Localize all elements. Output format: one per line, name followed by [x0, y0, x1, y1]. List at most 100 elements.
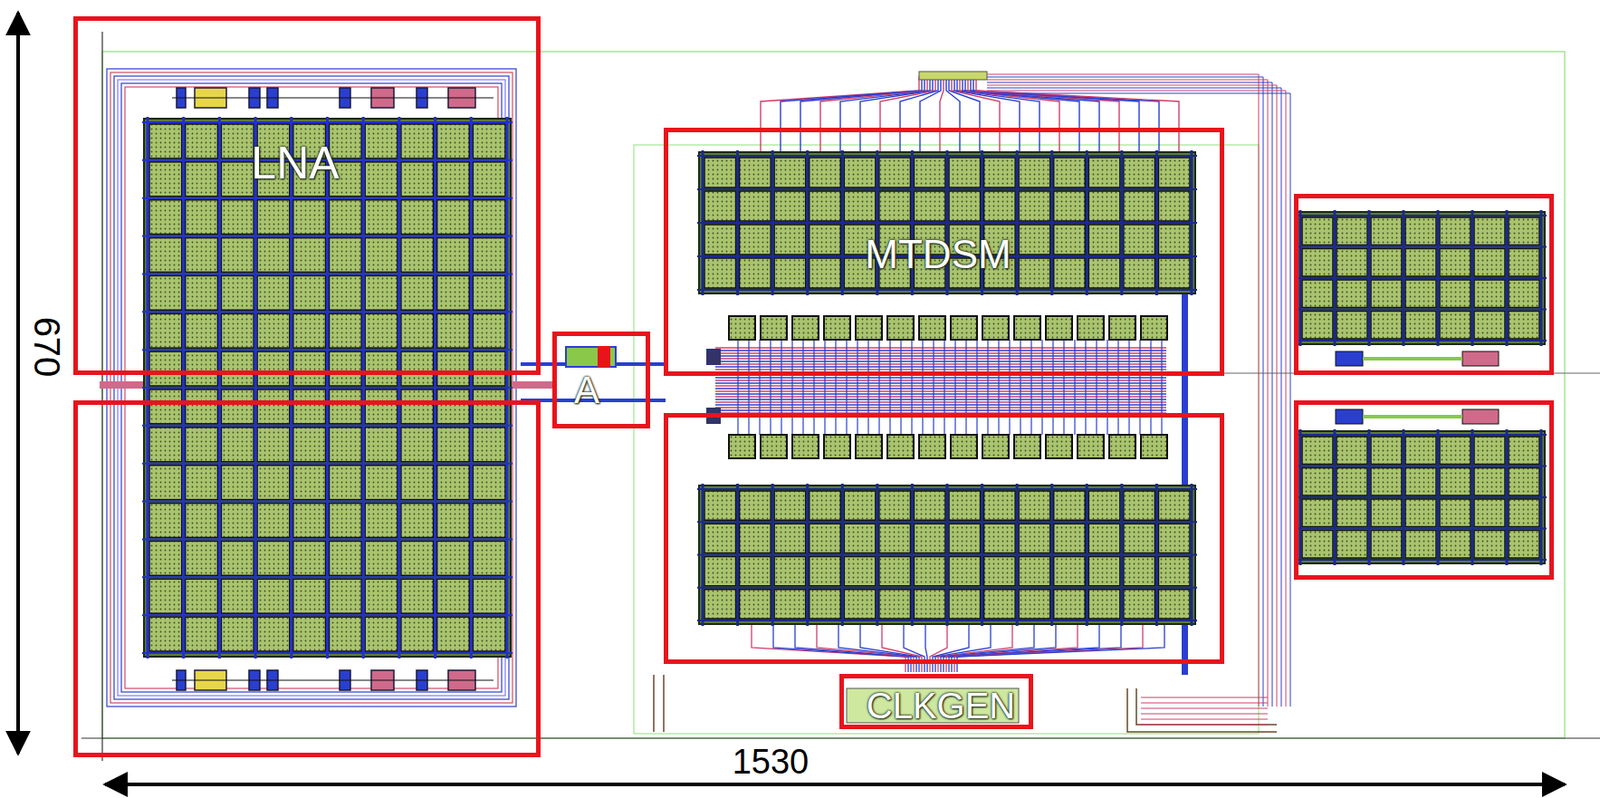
unit-cell	[728, 434, 756, 459]
metal-grid	[142, 613, 513, 616]
metal-route	[845, 339, 847, 435]
unit-cell	[1077, 434, 1104, 459]
unit-cell	[982, 316, 1009, 340]
metal-route	[856, 339, 858, 435]
unit-cell	[984, 157, 1016, 188]
metal-route	[943, 339, 945, 435]
pad-cell	[919, 71, 987, 80]
device	[1462, 409, 1499, 424]
unit-cell	[1088, 191, 1121, 221]
metal-route	[1128, 339, 1130, 435]
metal-grid	[1294, 214, 1547, 217]
unit-cell	[401, 427, 434, 462]
unit-cell	[1370, 279, 1402, 308]
metal-grid	[142, 272, 513, 275]
metal-route	[1052, 339, 1054, 435]
metal-route	[1140, 712, 1268, 714]
unit-cell	[843, 523, 876, 553]
unit-cell	[1302, 498, 1333, 527]
metal-grid	[142, 121, 513, 124]
unit-cell	[1158, 191, 1190, 221]
unit-cell	[257, 503, 290, 538]
unit-cell	[739, 589, 772, 619]
unit-cell	[809, 589, 842, 619]
output-array	[1294, 210, 1547, 346]
unit-cell	[704, 191, 737, 221]
metal-route	[860, 624, 920, 672]
metal-route	[715, 357, 1167, 359]
metal-route	[715, 387, 1167, 389]
unit-cell	[823, 434, 851, 459]
metal-route	[715, 395, 1167, 397]
unit-cell	[843, 191, 876, 221]
metal-route	[715, 368, 1167, 370]
metal-route	[823, 339, 825, 435]
mtdsm-unit-row	[728, 434, 1168, 459]
unit-cell	[774, 258, 806, 288]
unit-cell	[364, 275, 398, 310]
unit-cell	[1158, 224, 1190, 255]
metal-route	[715, 382, 1167, 384]
unit-cell	[149, 275, 183, 310]
metal-route	[769, 339, 771, 435]
unit-cell	[1014, 316, 1041, 340]
unit-cell	[293, 427, 326, 462]
unit-cell	[257, 275, 290, 310]
mtdsm-array	[697, 150, 1198, 296]
unit-cell	[1336, 436, 1368, 465]
unit-cell	[472, 578, 506, 614]
unit-cell	[472, 540, 506, 575]
unit-cell	[401, 578, 434, 614]
unit-cell	[948, 191, 981, 221]
metal-route	[1019, 339, 1021, 435]
unit-cell	[1158, 157, 1190, 188]
metal-grid	[697, 488, 1198, 490]
unit-cell	[1508, 468, 1540, 497]
metal-route	[715, 354, 1167, 356]
metal-route	[910, 339, 912, 435]
unit-cell	[364, 124, 398, 159]
metal-route	[840, 76, 930, 154]
unit-cell	[1053, 191, 1086, 221]
metal-grid	[1294, 246, 1547, 249]
unit-cell	[257, 465, 290, 500]
metal-grid	[697, 188, 1198, 191]
unit-cell	[809, 556, 842, 586]
unit-cell	[329, 313, 363, 348]
metal-grid	[697, 154, 1198, 157]
unit-cell	[1336, 279, 1368, 308]
unit-cell	[1053, 523, 1086, 553]
unit-cell	[329, 616, 363, 652]
metal-route	[715, 401, 1167, 403]
unit-cell	[329, 351, 363, 386]
driver-cell	[706, 348, 721, 365]
unit-cell	[1302, 217, 1333, 246]
unit-cell	[149, 351, 183, 386]
block-box: LNA	[73, 16, 541, 375]
unit-cell	[704, 258, 737, 288]
metal-grid	[697, 520, 1198, 523]
unit-cell	[401, 465, 434, 500]
metal-route	[1030, 339, 1032, 435]
bias-devices	[172, 87, 494, 108]
metal-grid	[1294, 308, 1547, 311]
metal-grid	[697, 288, 1198, 291]
metal-route	[1063, 339, 1064, 435]
unit-cell	[879, 556, 911, 586]
metal-route	[715, 346, 1167, 348]
unit-cell	[984, 490, 1016, 520]
metal-grid	[1294, 496, 1547, 499]
metal-route	[1140, 723, 1268, 725]
metal-route	[653, 674, 1277, 732]
metal-route	[957, 624, 1165, 672]
metal-route	[1140, 718, 1268, 719]
dimension-arrow	[105, 782, 1565, 786]
unit-cell	[1370, 468, 1402, 497]
unit-cell	[774, 157, 806, 188]
unit-cell	[437, 540, 470, 575]
unit-cell	[220, 238, 254, 273]
unit-cell	[704, 556, 737, 586]
unit-cell	[185, 540, 219, 575]
unit-cell	[437, 465, 470, 500]
